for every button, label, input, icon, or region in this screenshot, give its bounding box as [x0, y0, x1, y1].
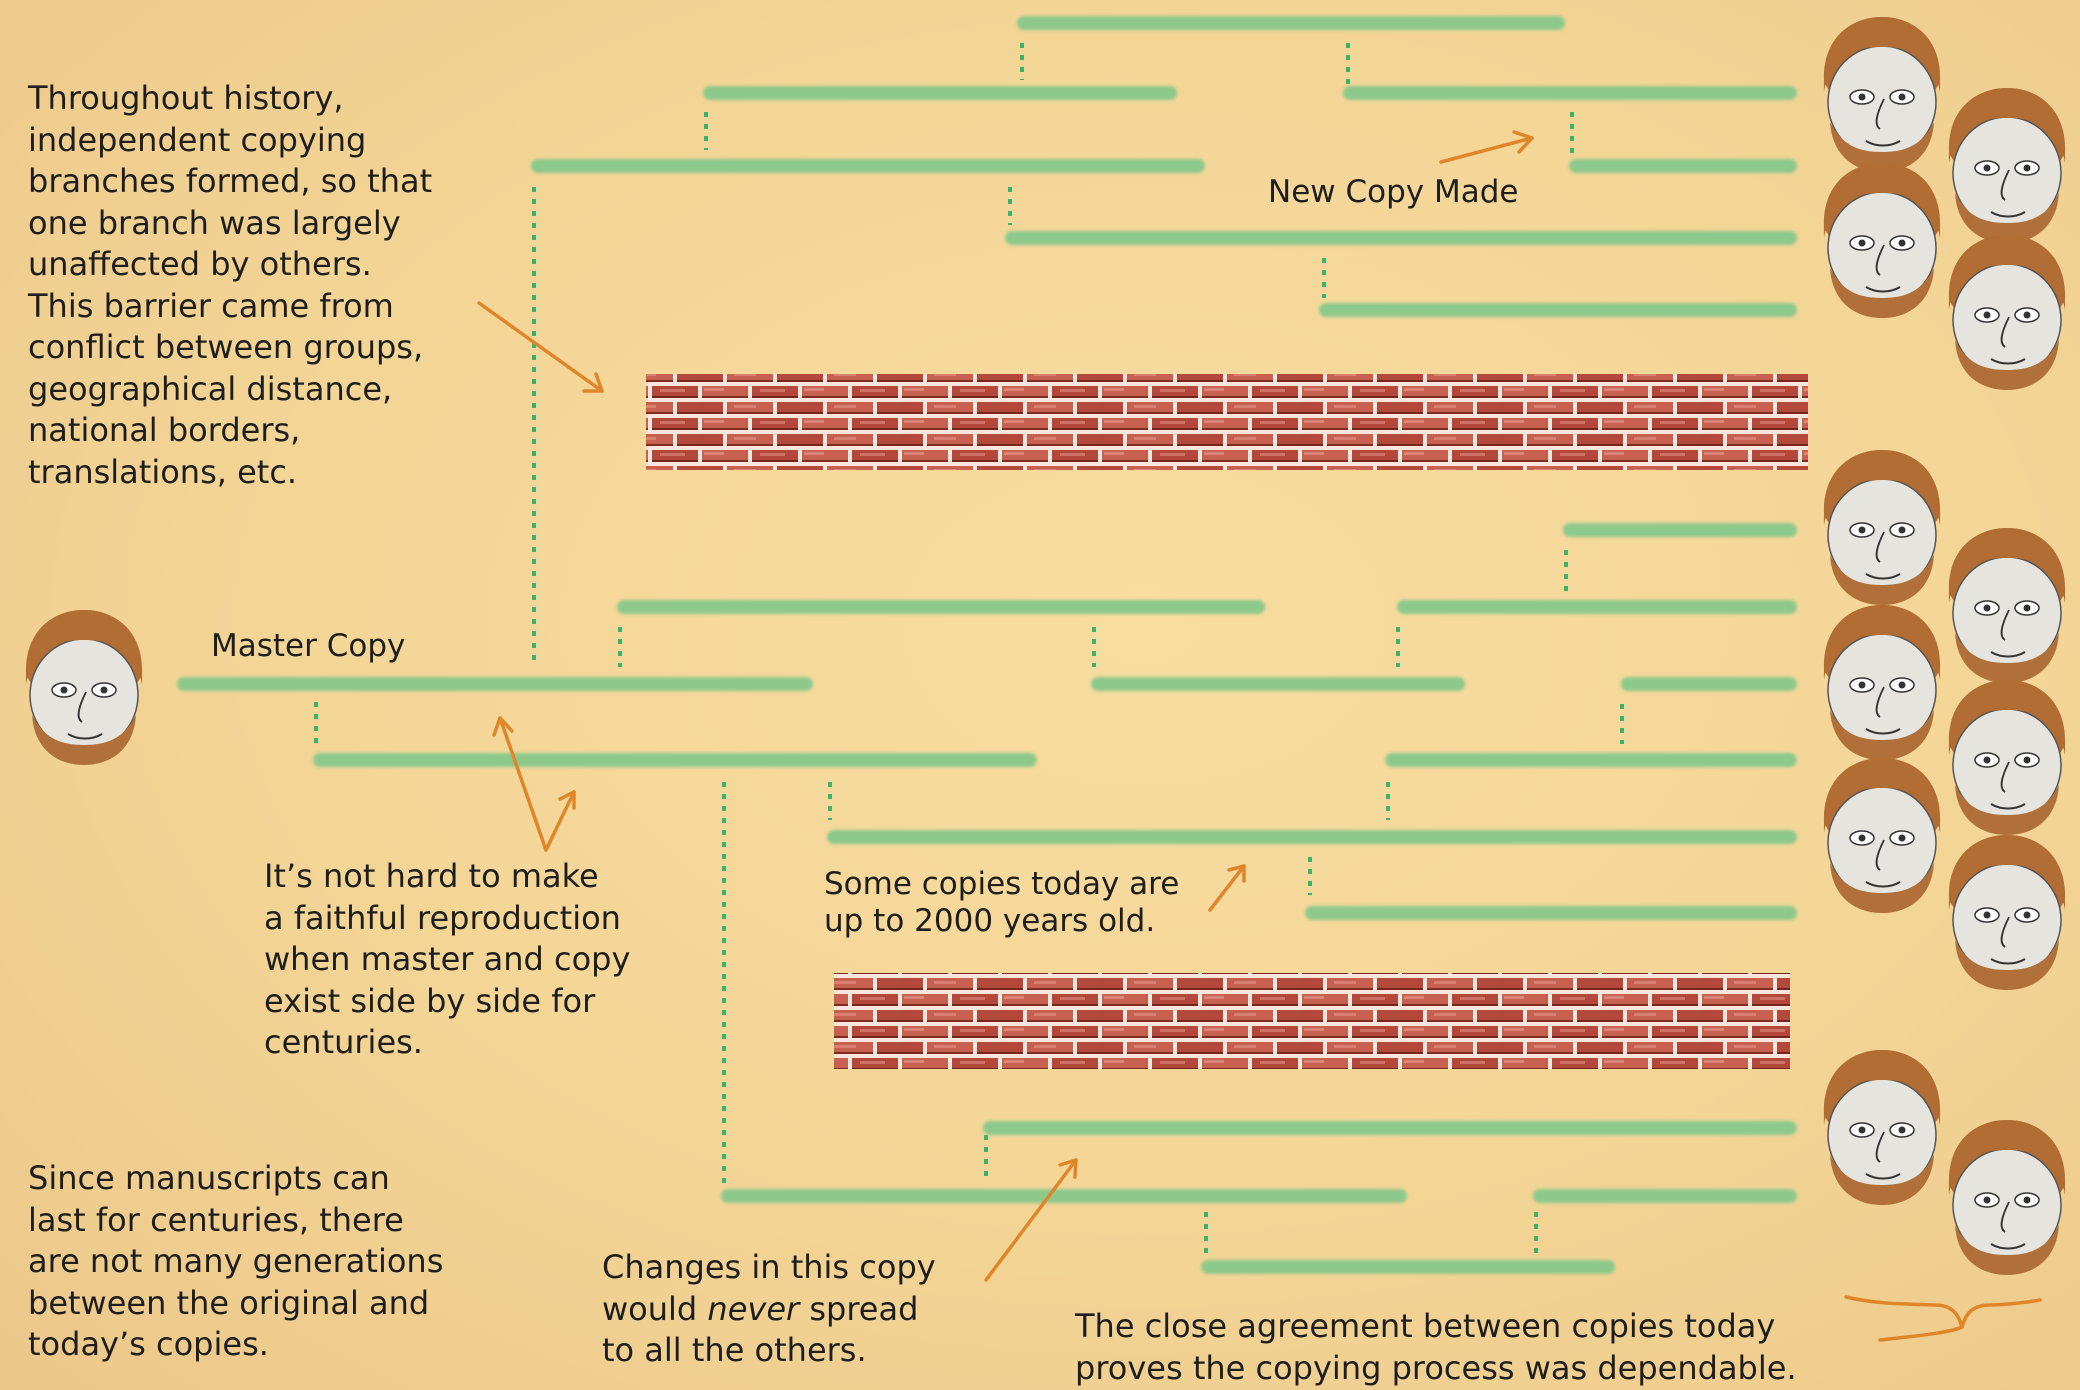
new-copy-made-label: New Copy Made [1268, 174, 1519, 210]
arrow-to-isolated-copy [984, 1158, 1078, 1282]
master-scribe-icon [24, 609, 144, 766]
changes-line-1: Changes in this copy [602, 1248, 936, 1286]
brick-wall-upper [646, 374, 1808, 470]
brick-wall-lower [834, 973, 1790, 1069]
faithful-note: It’s not hard to make a faithful reprodu… [264, 857, 631, 1061]
changes-emphasis: never [707, 1289, 800, 1328]
arrow-to-old-copy [1208, 864, 1246, 912]
scribe-icon [1947, 234, 2067, 391]
scribe-icon [1947, 834, 2067, 991]
brace-icon [1844, 1295, 2042, 1329]
scribe-icon [1822, 1049, 1942, 1206]
arrow-to-new-copy [1439, 130, 1534, 164]
scribe-icon [1822, 757, 1942, 914]
agreement-note: The close agreement between copies today… [1075, 1307, 1797, 1387]
branch-connectors [314, 43, 1624, 1255]
scribe-icon [1947, 679, 2067, 836]
arrows [477, 130, 2042, 1342]
scribe-icon [1822, 449, 1942, 606]
scribe-icon [1947, 87, 2067, 244]
changes-note: Changes in this copy would never spread … [602, 1247, 936, 1372]
scribe-icon [1822, 16, 1942, 173]
changes-line-3: to all the others. [602, 1331, 867, 1369]
age-note: Some copies today are up to 2000 years o… [824, 866, 1180, 939]
scribe-icon [1822, 162, 1942, 319]
arrow-to-first-copy [544, 790, 576, 852]
brace-icon-tail [1878, 1325, 1964, 1342]
arrow-to-master-copy [492, 716, 548, 852]
master-copy-label: Master Copy [211, 628, 406, 664]
arrow-to-brick-wall [477, 301, 604, 393]
branches-note: Throughout history, independent copying … [28, 79, 433, 491]
scribe-icon [1947, 527, 2067, 684]
changes-line-2-start: would [602, 1289, 708, 1328]
changes-line-2-end: spread [799, 1289, 919, 1328]
scribe-icon [1947, 1119, 2067, 1276]
generations-note: Since manuscripts can last for centuries… [28, 1159, 444, 1363]
scribe-icon [1822, 604, 1942, 761]
copy-lines [177, 16, 1797, 1274]
